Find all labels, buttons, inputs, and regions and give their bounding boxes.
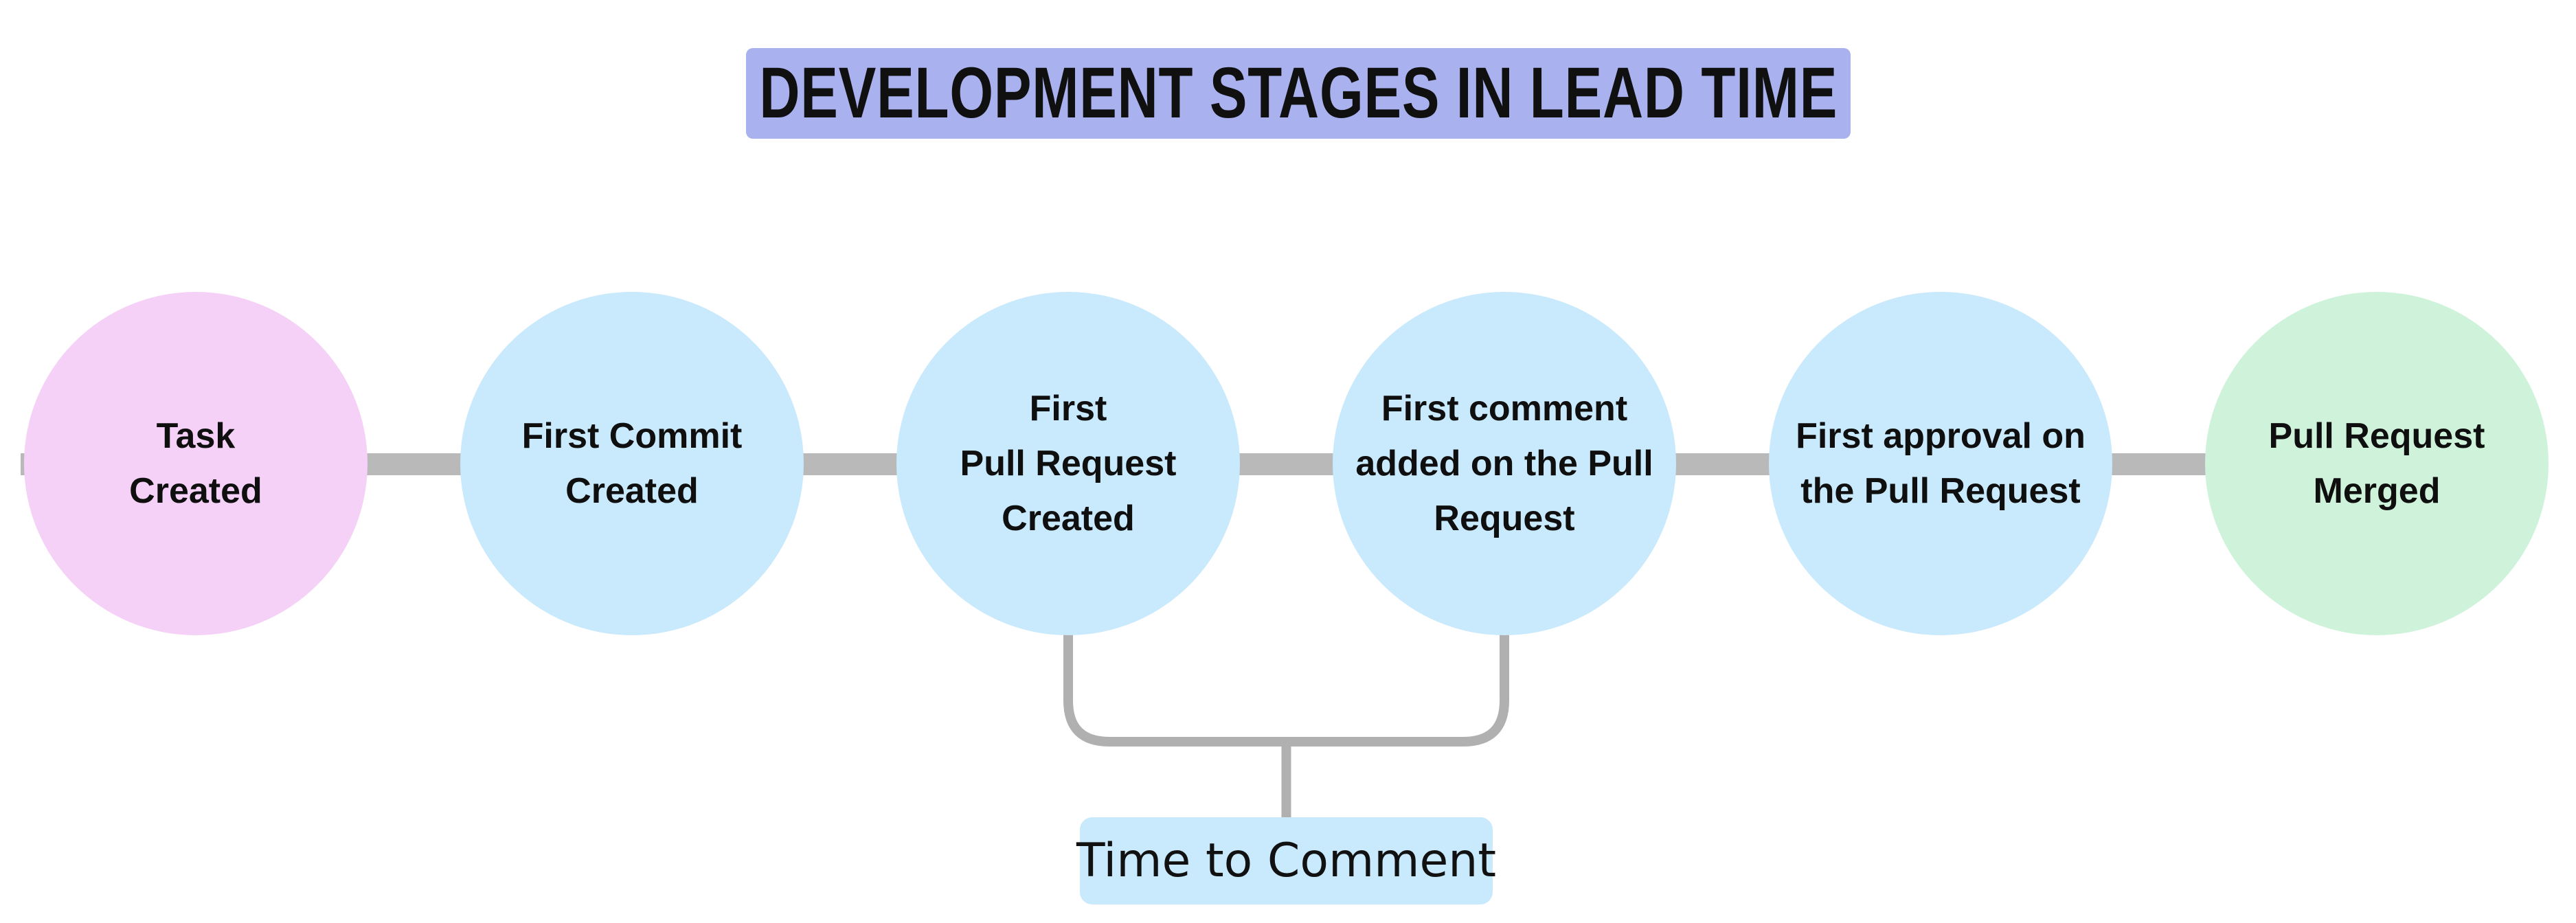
- stage-first-pull-request-created-label: First Pull Request Created: [960, 389, 1177, 538]
- stage-pull-request-merged-label: Pull Request Merged: [2268, 416, 2485, 511]
- stage-first-comment-added: First comment added on the Pull Request: [1333, 292, 1676, 635]
- stage-first-comment-added-label: First comment added on the Pull Request: [1355, 389, 1653, 538]
- time-to-comment-bracket: [1063, 630, 1509, 747]
- stage-task-created-label: Task Created: [129, 416, 262, 511]
- stage-first-pull-request-created: First Pull Request Created: [896, 292, 1240, 635]
- time-to-comment-label: Time to Comment: [1076, 817, 1496, 904]
- diagram-title-text: DEVELOPMENT STAGES IN LEAD TIME: [759, 53, 1838, 133]
- stage-task-created: Task Created: [24, 292, 368, 635]
- diagram-title-banner: DEVELOPMENT STAGES IN LEAD TIME: [746, 48, 1851, 139]
- stage-first-commit-created-label: First Commit Created: [521, 416, 743, 511]
- stage-pull-request-merged: Pull Request Merged: [2205, 292, 2549, 635]
- stage-first-approval: First approval on the Pull Request: [1769, 292, 2112, 635]
- stage-first-approval-label: First approval on the Pull Request: [1796, 416, 2086, 511]
- time-to-comment-label-text: Time to Comment: [1076, 834, 1497, 888]
- stage-first-commit-created: First Commit Created: [460, 292, 804, 635]
